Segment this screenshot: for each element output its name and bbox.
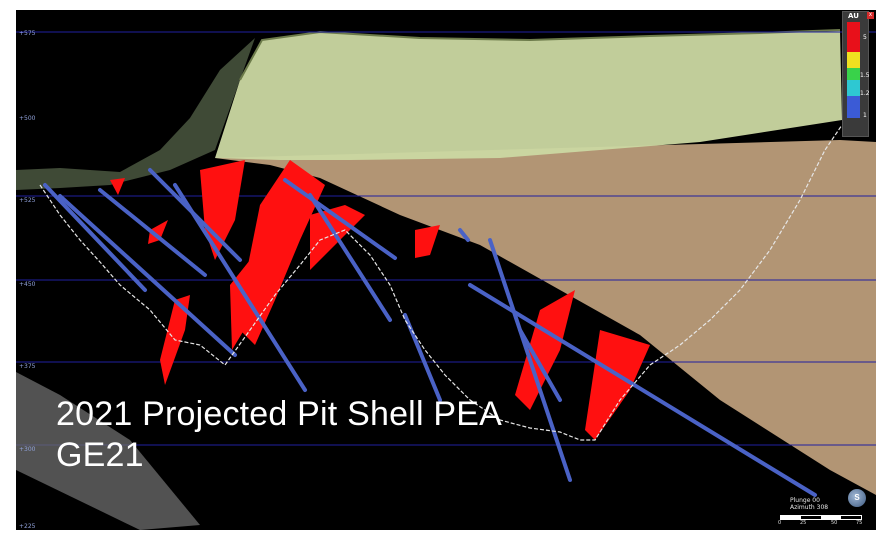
topography-surface (215, 140, 876, 495)
drillholes (43, 168, 817, 497)
elevation-label: +525 (19, 197, 36, 204)
legend-tick: 5 (863, 34, 867, 41)
pit-shell-edge (239, 29, 841, 81)
elevation-label: +500 (19, 115, 36, 122)
legend-close-icon[interactable]: x (867, 12, 874, 19)
scale-bar (780, 515, 862, 520)
caption-title: 2021 Projected Pit Shell PEA (56, 395, 502, 433)
azimuth-label: Azimuth 308 (790, 504, 829, 511)
elevation-label: +450 (19, 281, 36, 288)
compass-icon: S (848, 489, 866, 507)
pit-outline (39, 124, 843, 441)
grey-band (16, 372, 200, 530)
caption-subtitle: GE21 (56, 436, 144, 474)
legend-title: AU (848, 12, 859, 20)
elevation-label: +225 (19, 523, 36, 530)
elevation-label: +375 (19, 363, 36, 370)
legend-tick: 1.5 (860, 72, 870, 79)
scale-label: 50 (831, 520, 838, 526)
legend-swatch-red (847, 22, 860, 52)
elevation-label: +575 (19, 30, 36, 37)
scale-label: 0 (778, 520, 782, 526)
pit-shell (215, 30, 842, 160)
legend-tick: 1 (863, 112, 867, 119)
legend-tick: 1.2 (860, 90, 870, 97)
elevation-label: +300 (19, 446, 36, 453)
legend-swatch-green (847, 68, 860, 80)
hillside-vegetation (16, 38, 255, 190)
scale-label: 75 (856, 520, 863, 526)
plunge-label: Plunge 00 (790, 497, 820, 504)
scale-label: 25 (800, 520, 807, 526)
legend-swatch-cyan (847, 80, 860, 96)
legend-swatch-blue (847, 96, 860, 118)
legend-swatch-yellow (847, 52, 860, 68)
